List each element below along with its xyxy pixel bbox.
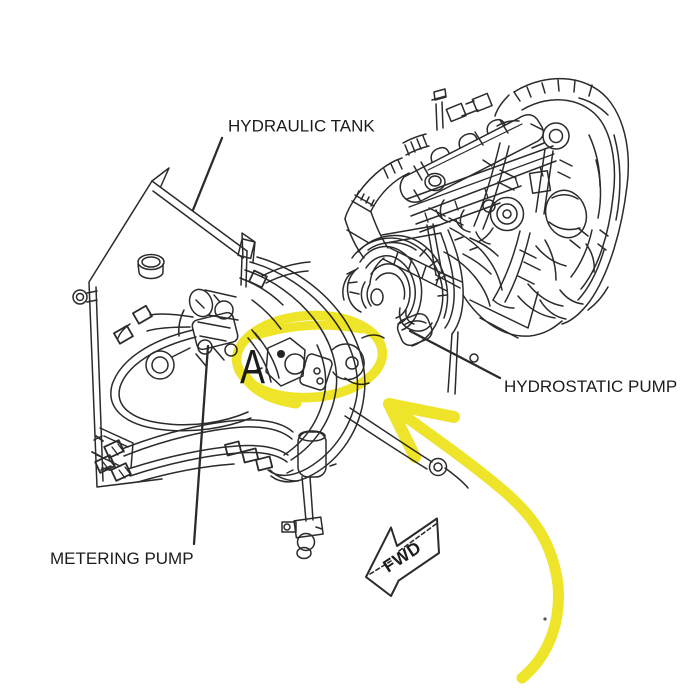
- svg-text:HYDROSTATIC PUMP: HYDROSTATIC PUMP: [504, 377, 677, 396]
- svg-text:METERING PUMP: METERING PUMP: [50, 549, 194, 568]
- svg-text:HYDRAULIC TANK: HYDRAULIC TANK: [228, 117, 375, 136]
